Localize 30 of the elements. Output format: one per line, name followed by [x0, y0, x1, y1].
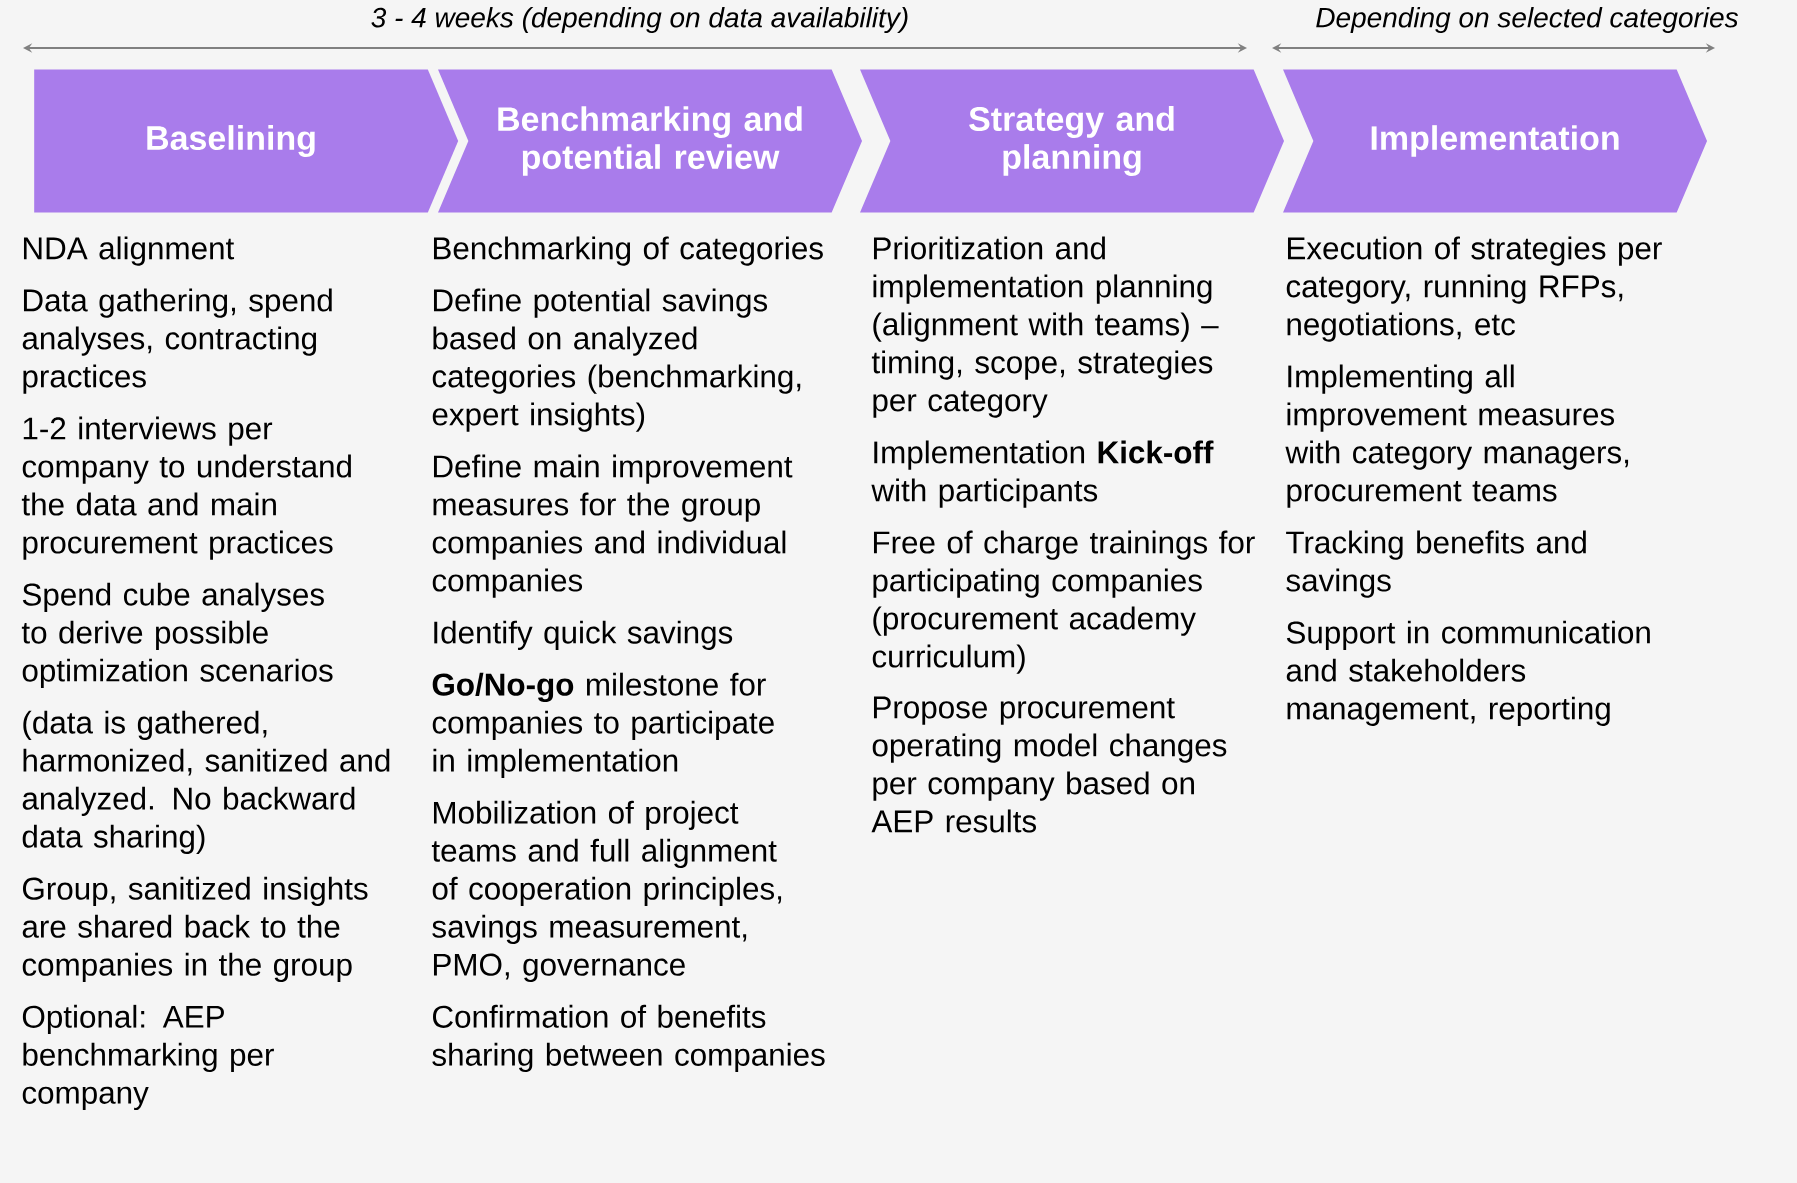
body-text: (data is gathered, harmonized, sanitized and analyzed. No backward data sharing)	[22, 710, 390, 854]
duration-label: 3 - 4 weeks (depending on data availability)	[371, 6, 908, 34]
body-text: Mobilization of project teams and full alignment of cooperation principles, savings measurement, PMO, governance	[431, 800, 782, 983]
node-label: Baselining	[147, 125, 315, 157]
duration-label: Depending on selected categories	[1316, 6, 1739, 34]
body-text: Tracking benefits and savings	[1286, 530, 1586, 598]
body-text: Data gathering, spend analyses, contracting practices	[22, 288, 332, 394]
process-step: Implementation	[1283, 69, 1708, 213]
body-text: Optional: AEP benchmarking per company	[22, 1004, 274, 1111]
process-step: Baselining	[34, 69, 459, 213]
process-step: Strategy and planning	[860, 69, 1284, 213]
process-step: Benchmarking and potential review	[438, 69, 862, 213]
body-text: Prioritization and implementation planning (alignment with teams) – timing, scope, strategies per category	[871, 236, 1219, 418]
body-text: 1-2 interviews per company to understand the data and main procurement practices	[21, 416, 351, 560]
body-text: Define potential savings based on analyzed categories (benchmarking, expert insights)	[432, 288, 801, 432]
body-text: Confirmation of benefits sharing between companies	[432, 1004, 825, 1073]
body-text: Support in communication and stakeholders management, reporting	[1286, 620, 1650, 726]
body-text: Implementation Kick-off with participants	[871, 440, 1214, 508]
body-text: Implementing all improvement measures with category managers, procurement teams	[1285, 364, 1629, 508]
body-text: Execution of strategies per category, running RFPs, negotiations, etc	[1286, 236, 1662, 342]
body-text: Spend cube analyses to derive possible optimization scenarios	[21, 582, 333, 688]
body-text: Go/No-go milestone for companies to participate in implementation	[432, 672, 774, 778]
body-text: Define main improvement measures for the group companies and individual companies	[432, 454, 793, 598]
body-text: Identify quick savings	[434, 620, 733, 650]
body-text: Benchmarking of categories	[434, 236, 823, 266]
body-text: Group, sanitized insights are shared back to the companies in the group	[22, 876, 368, 983]
body-text: Free of charge trainings for participating companies (procurement academy curriculum)	[872, 530, 1255, 674]
body-text: Propose procurement operating model changes per company based on AEP results	[871, 696, 1227, 833]
node-label: Benchmarking and potential review	[498, 106, 802, 176]
body-text: NDA alignment	[23, 236, 235, 266]
